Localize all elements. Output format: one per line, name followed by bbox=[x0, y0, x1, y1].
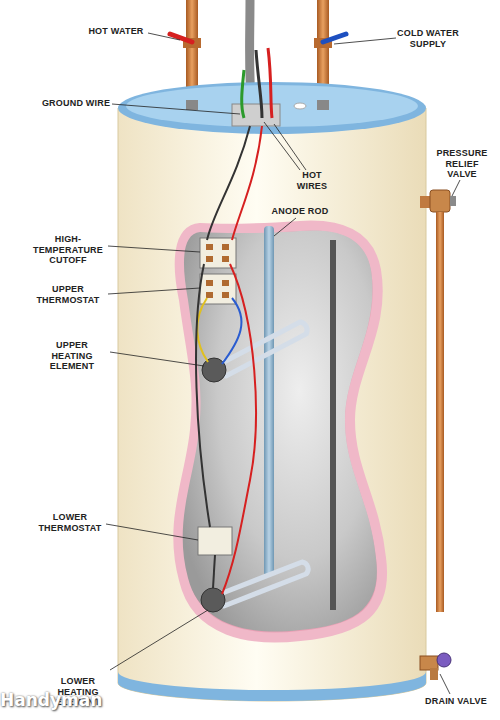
leader-line bbox=[148, 33, 180, 40]
pressure-relief bbox=[420, 190, 456, 612]
callout-label: ANODE ROD bbox=[270, 206, 330, 217]
discharge-pipe bbox=[436, 212, 444, 612]
red-supply-wire bbox=[232, 126, 262, 240]
cold-nipple bbox=[317, 100, 329, 110]
lower-element-loop bbox=[220, 562, 306, 606]
tank-base-band bbox=[118, 672, 426, 701]
terminal bbox=[206, 292, 213, 298]
tank-interior bbox=[183, 231, 377, 632]
drain-spout bbox=[430, 668, 438, 680]
leader-line bbox=[106, 524, 198, 540]
black-lower-wire bbox=[196, 264, 210, 527]
leader-line bbox=[274, 218, 296, 236]
terminal bbox=[222, 244, 229, 250]
lower-element-tip bbox=[302, 562, 308, 574]
leader-line bbox=[334, 38, 396, 44]
tank-shell bbox=[118, 108, 426, 701]
hot-nipple bbox=[186, 100, 198, 110]
terminal bbox=[222, 256, 229, 262]
drain-handle bbox=[437, 653, 451, 667]
watermark: Handyman bbox=[0, 690, 102, 710]
hot-wire-black bbox=[256, 50, 262, 118]
leader-line bbox=[112, 104, 240, 114]
callout-label: DRAIN VALVE bbox=[420, 696, 492, 707]
drain-body bbox=[420, 656, 438, 670]
lower-element-flange bbox=[201, 588, 225, 612]
leader-line bbox=[452, 180, 460, 196]
insulation-edge bbox=[178, 226, 382, 638]
hot-wire-red bbox=[268, 48, 272, 118]
anode-plug bbox=[294, 103, 306, 109]
callout-label: GROUND WIRE bbox=[40, 98, 112, 109]
terminal bbox=[222, 280, 229, 286]
relief-valve bbox=[430, 190, 450, 212]
thermostat-wire bbox=[213, 555, 215, 588]
black-supply-wire bbox=[207, 126, 250, 240]
terminal bbox=[222, 292, 229, 298]
callout-label: COLD WATER SUPPLY bbox=[393, 28, 463, 49]
tank bbox=[118, 48, 426, 701]
cold-valve-handle bbox=[323, 34, 346, 42]
relief-lever bbox=[450, 196, 456, 206]
anode-rod bbox=[264, 226, 274, 576]
callout-label: HOT WIRES bbox=[290, 170, 334, 191]
drain bbox=[420, 653, 451, 680]
leader-line bbox=[108, 288, 200, 294]
terminal bbox=[206, 244, 213, 250]
cutaway bbox=[178, 126, 382, 638]
leader-line bbox=[274, 124, 306, 170]
leader-line bbox=[264, 122, 300, 170]
callout-label: UPPER HEATING ELEMENT bbox=[36, 340, 108, 372]
terminal bbox=[206, 256, 213, 262]
upper-element-flange bbox=[202, 358, 226, 382]
ground-wire bbox=[242, 70, 244, 118]
callout-label: LOWER THERMOSTAT bbox=[33, 512, 107, 533]
leader-line bbox=[440, 674, 450, 694]
lower-thermostat bbox=[198, 527, 232, 555]
callout-label: HIGH-TEMPERATURE CUTOFF bbox=[26, 234, 110, 266]
upper-element-tip bbox=[300, 322, 307, 334]
blue-wire bbox=[222, 298, 241, 364]
high-temperature-cutoff bbox=[200, 238, 236, 268]
callout-label: PRESSURE RELIEF VALVE bbox=[432, 148, 492, 180]
callout-label: UPPER THERMOSTAT bbox=[26, 284, 110, 305]
hot-valve-handle bbox=[170, 34, 192, 42]
hot-pipe bbox=[186, 0, 198, 100]
leader-lines bbox=[106, 33, 460, 694]
leader-line bbox=[110, 610, 208, 670]
leader-line bbox=[110, 352, 204, 366]
leader-line bbox=[108, 246, 200, 252]
callout-label: HOT WATER bbox=[81, 26, 151, 37]
dip-tube bbox=[330, 240, 336, 610]
terminal bbox=[206, 280, 213, 286]
red-lower-wire bbox=[222, 264, 256, 594]
